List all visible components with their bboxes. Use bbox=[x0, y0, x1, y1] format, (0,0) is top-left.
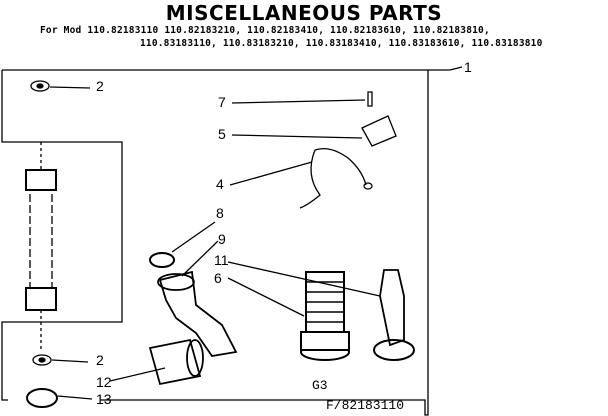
leader-7 bbox=[231, 99, 366, 104]
leader-2-bottom bbox=[51, 359, 89, 363]
callout-8: 8 bbox=[216, 205, 224, 221]
washer-bottom bbox=[32, 354, 52, 366]
hose-coupling-bottom bbox=[25, 287, 57, 311]
hose-clamp-13 bbox=[26, 388, 58, 408]
washer-top bbox=[30, 80, 50, 92]
model-prefix: For Mod bbox=[40, 25, 82, 36]
elbow-9 bbox=[158, 270, 238, 357]
fill-hose bbox=[29, 172, 53, 308]
post-11 bbox=[379, 269, 405, 347]
callout-6: 6 bbox=[214, 270, 222, 286]
callout-11: 11 bbox=[214, 252, 229, 268]
leader-2-top bbox=[49, 86, 91, 89]
leader-13 bbox=[57, 395, 93, 400]
screw-7 bbox=[367, 91, 373, 107]
page-title: MISCELLANEOUS PARTS bbox=[165, 1, 443, 25]
hose-coupling-top bbox=[25, 169, 57, 191]
leader-1 bbox=[449, 66, 463, 71]
model-numbers-1: 110.82183110 110.82183210, 110.82183410,… bbox=[87, 25, 490, 36]
ring-8 bbox=[149, 252, 175, 268]
leader-11 bbox=[227, 261, 381, 297]
model-list-line-1: For Mod 110.82183110 110.82183210, 110.8… bbox=[40, 25, 490, 36]
leader-12 bbox=[109, 367, 166, 382]
callout-9: 9 bbox=[218, 231, 226, 247]
leader-8 bbox=[171, 221, 216, 253]
callout-13: 13 bbox=[96, 391, 112, 407]
hose-12 bbox=[148, 338, 202, 386]
wire-harness-4 bbox=[299, 147, 367, 209]
bracket-5 bbox=[361, 115, 397, 147]
leader-6 bbox=[227, 277, 305, 317]
callout-1: 1 bbox=[464, 59, 472, 75]
part-number: G3 bbox=[312, 378, 328, 393]
callout-4: 4 bbox=[216, 176, 224, 192]
leader-9 bbox=[181, 240, 219, 277]
callout-2-top: 2 bbox=[96, 78, 104, 94]
callout-12: 12 bbox=[96, 374, 112, 390]
callout-5: 5 bbox=[218, 126, 226, 142]
leader-5 bbox=[231, 134, 363, 139]
frame-outline bbox=[1, 69, 450, 416]
figure-id: F/82183110 bbox=[326, 398, 405, 413]
callout-7: 7 bbox=[218, 94, 226, 110]
leader-4 bbox=[229, 161, 313, 186]
callout-2-bottom: 2 bbox=[96, 352, 104, 368]
model-list-line-2: 110.83183110, 110.83183210, 110.83183410… bbox=[140, 38, 543, 49]
